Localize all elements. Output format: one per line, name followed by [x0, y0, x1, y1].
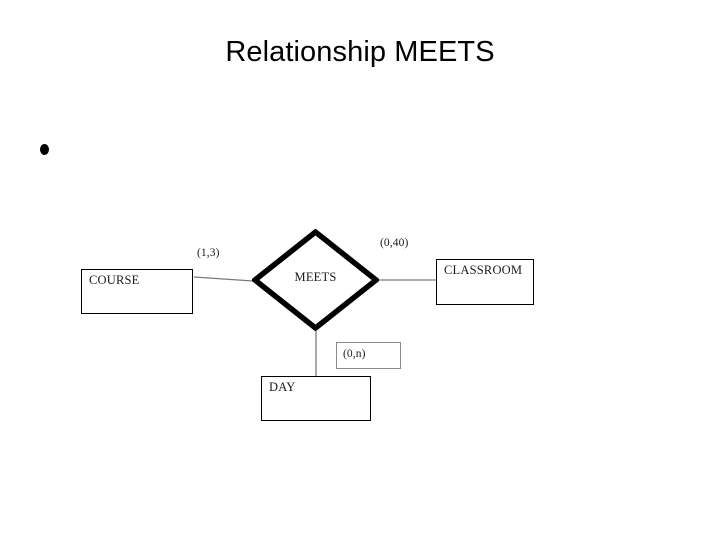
entity-course-label: COURSE — [89, 273, 140, 287]
page-title: Relationship MEETS — [225, 36, 495, 68]
entity-day-label: DAY — [269, 380, 296, 394]
relationship-meets[interactable]: MEETS — [252, 229, 379, 331]
entity-day[interactable]: DAY — [261, 376, 373, 423]
cardinality-day-box[interactable]: (0,n) — [336, 342, 401, 369]
cardinality-classroom: (0,40) — [380, 237, 409, 249]
list-item — [40, 138, 660, 160]
diamond-shape-icon — [252, 229, 379, 331]
cardinality-course: (1,3) — [197, 247, 220, 259]
bullet-marker-icon — [40, 143, 49, 155]
entity-classroom[interactable]: CLASSROOM — [433, 256, 534, 305]
entity-classroom-label: CLASSROOM — [444, 263, 523, 277]
connector-course-meets — [193, 276, 254, 282]
bullet-list — [40, 138, 660, 160]
relationship-meets-label: MEETS — [294, 270, 337, 284]
cardinality-day: (0,n) — [343, 348, 366, 360]
entity-course[interactable]: COURSE — [81, 269, 195, 316]
